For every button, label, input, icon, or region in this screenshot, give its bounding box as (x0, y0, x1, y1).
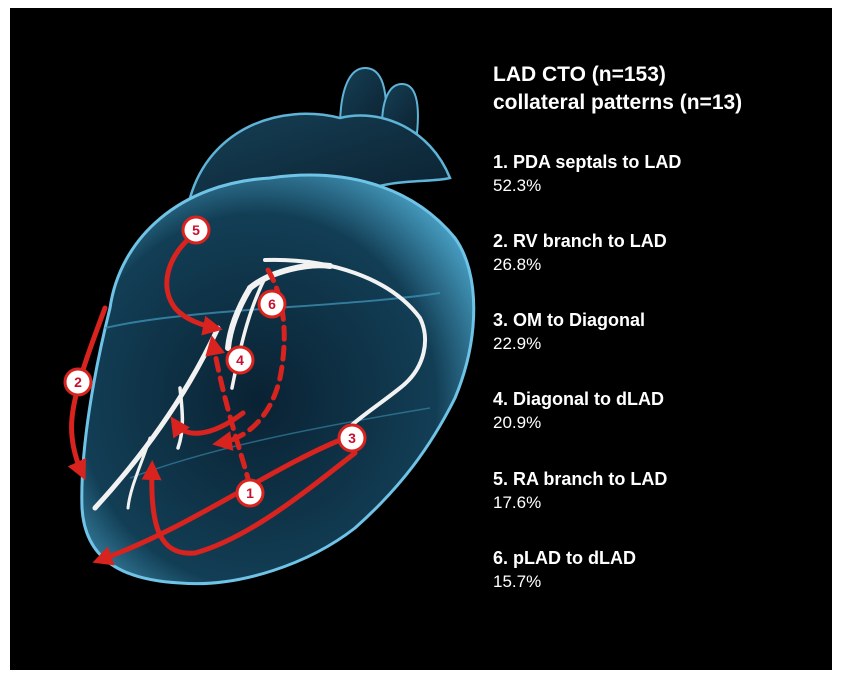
pattern-badge-5: 5 (183, 217, 209, 243)
pattern-5-value: 17.6% (493, 493, 541, 513)
pattern-badge-3-text: 3 (348, 430, 356, 446)
title-line-1: LAD CTO (n=153) (493, 62, 666, 88)
pattern-badge-2: 2 (65, 369, 91, 395)
pattern-2-label: 2. RV branch to LAD (493, 231, 667, 252)
pattern-badge-6: 6 (259, 291, 285, 317)
pattern-badge-1: 1 (237, 480, 263, 506)
pattern-badge-2-text: 2 (74, 374, 82, 390)
pattern-badge-1-text: 1 (246, 485, 254, 501)
pattern-5-label: 5. RA branch to LAD (493, 469, 667, 490)
pattern-badge-5-text: 5 (192, 222, 200, 238)
pattern-badge-4: 4 (227, 347, 253, 373)
pattern-1-label: 1. PDA septals to LAD (493, 152, 681, 173)
pattern-4-label: 4. Diagonal to dLAD (493, 389, 664, 410)
pattern-3-label: 3. OM to Diagonal (493, 310, 645, 331)
pattern-4-value: 20.9% (493, 413, 541, 433)
pattern-6-value: 15.7% (493, 572, 541, 592)
pattern-badge-4-text: 4 (236, 352, 244, 368)
title-line-2: collateral patterns (n=13) (493, 90, 742, 116)
pattern-3-value: 22.9% (493, 334, 541, 354)
pattern-2-value: 26.8% (493, 255, 541, 275)
pattern-6-label: 6. pLAD to dLAD (493, 548, 636, 569)
pattern-badge-3: 3 (339, 425, 365, 451)
diagram-panel: 1 2 3 4 5 6 LAD CTO (n=153) collateral p… (10, 8, 832, 670)
pattern-badge-6-text: 6 (268, 296, 276, 312)
pattern-1-value: 52.3% (493, 176, 541, 196)
